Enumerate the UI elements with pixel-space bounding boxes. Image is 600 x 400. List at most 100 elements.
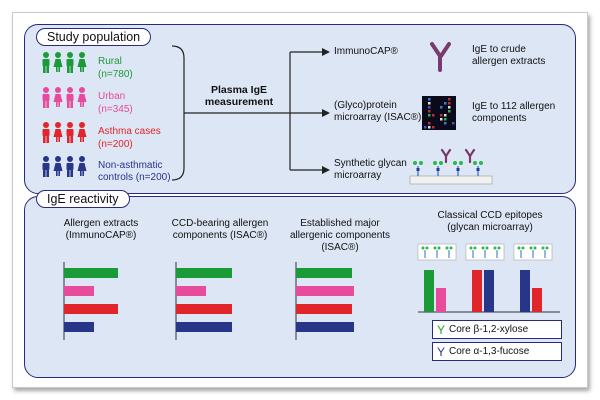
chip-spot: [432, 126, 435, 129]
ige-reactivity-title: IgE reactivity: [36, 190, 130, 208]
controls-people-icon: [42, 156, 87, 177]
panel2-title-line2: components (ISAC®): [172, 230, 268, 241]
bar: [176, 322, 232, 332]
glycan-node: [433, 161, 437, 165]
chip-spot: [424, 126, 427, 129]
glycan-node: [459, 161, 463, 165]
person-body: [42, 129, 50, 136]
chip-spot: [444, 122, 447, 125]
person-leg: [56, 102, 58, 107]
person-body: [53, 163, 63, 171]
arrow-head-isac: [322, 109, 330, 117]
glycan-node: [479, 161, 483, 165]
person-leg: [43, 136, 46, 143]
chip-spot: [440, 118, 443, 121]
rural-label: Rural: [98, 56, 122, 67]
ccd-bar: [436, 288, 446, 312]
person-body: [77, 94, 87, 102]
measurement-line2: measurement: [204, 96, 274, 108]
person-head: [67, 52, 73, 58]
person-head: [79, 122, 85, 128]
chip-spot: [448, 110, 451, 113]
person-body: [53, 94, 63, 102]
person-leg: [43, 170, 46, 177]
isac-desc-line2: components: [472, 113, 527, 124]
isac-label-line1: (Glyco)protein: [334, 100, 397, 111]
bar: [64, 268, 118, 278]
person-leg: [67, 170, 70, 177]
panel3-title-line3: (ISAC®): [321, 242, 359, 253]
antibody-icon: [430, 42, 451, 72]
person-leg: [70, 136, 73, 143]
microarray-chip-icon: [422, 96, 456, 130]
person-leg: [46, 101, 49, 108]
person-leg: [82, 137, 84, 142]
immunocap-desc-line1: IgE to crude: [472, 44, 526, 55]
glycan-node: [425, 246, 429, 250]
person-head: [67, 156, 73, 162]
person-body: [42, 94, 50, 101]
person-leg: [43, 101, 46, 108]
bar: [64, 322, 94, 332]
person-body: [66, 59, 74, 66]
person-leg: [58, 67, 60, 72]
person-body: [77, 59, 87, 67]
chip-spot: [448, 106, 451, 109]
chip-spot: [428, 102, 431, 105]
ccd-bar: [520, 270, 530, 312]
chip-spot: [444, 114, 447, 117]
person-body: [53, 129, 63, 137]
person-head: [79, 87, 85, 93]
glycan-node: [416, 168, 420, 171]
groups-bracket: [171, 45, 185, 181]
panel4-title-line1: Classical CCD epitopes: [437, 210, 543, 221]
person-leg: [58, 102, 60, 107]
isac-desc-line1: IgE to 112 allergen: [472, 101, 556, 112]
urban-people-icon: [42, 87, 87, 108]
glycan-node: [493, 246, 497, 250]
glycan-node: [517, 246, 521, 250]
study-population-title: Study population: [36, 28, 152, 46]
controls-count: controls (n=200): [98, 172, 171, 183]
panel3-title-line2: allergenic components: [289, 230, 391, 241]
chip-spot: [428, 106, 431, 109]
person-leg: [70, 66, 73, 73]
glycan-node: [541, 246, 545, 250]
glycan-node: [545, 246, 549, 250]
chip-spot: [428, 114, 431, 117]
chip-spot: [428, 110, 431, 113]
glycan-array-label-line1: Synthetic glycan: [334, 158, 407, 169]
person-head: [43, 122, 49, 128]
person-leg: [70, 170, 73, 177]
glycan-node: [521, 246, 525, 250]
person-leg: [67, 136, 70, 143]
ccd-glycan-strips: [417, 243, 553, 261]
xylose-glycan-icon: Y: [437, 322, 446, 337]
asthma-people-icon: [42, 122, 87, 143]
bar: [64, 304, 118, 314]
person-head: [43, 156, 49, 162]
person-leg: [58, 171, 60, 176]
person-body: [53, 59, 63, 67]
person-leg: [80, 67, 82, 72]
person-body: [77, 129, 87, 137]
panel1-title-line2: (ImmunoCAP®): [65, 230, 137, 241]
panel3-title-line1: Established major: [300, 218, 380, 229]
glycan-node: [453, 161, 457, 165]
person-head: [43, 87, 49, 93]
glycan-node: [533, 246, 537, 250]
glycan-node: [421, 246, 425, 250]
chip-spot: [428, 126, 431, 129]
glycan-node: [437, 246, 441, 250]
glycan-node: [481, 246, 485, 250]
glycan-node: [485, 246, 489, 250]
person-body: [66, 94, 74, 101]
chip-spot: [448, 98, 451, 101]
glycan-node: [436, 168, 440, 171]
arrow-head-immunocap: [322, 48, 330, 56]
chip-spot: [444, 118, 447, 121]
bar: [296, 268, 352, 278]
legend-fucose-label: Core α-1,3-fucose: [449, 346, 530, 357]
person-leg: [56, 171, 58, 176]
